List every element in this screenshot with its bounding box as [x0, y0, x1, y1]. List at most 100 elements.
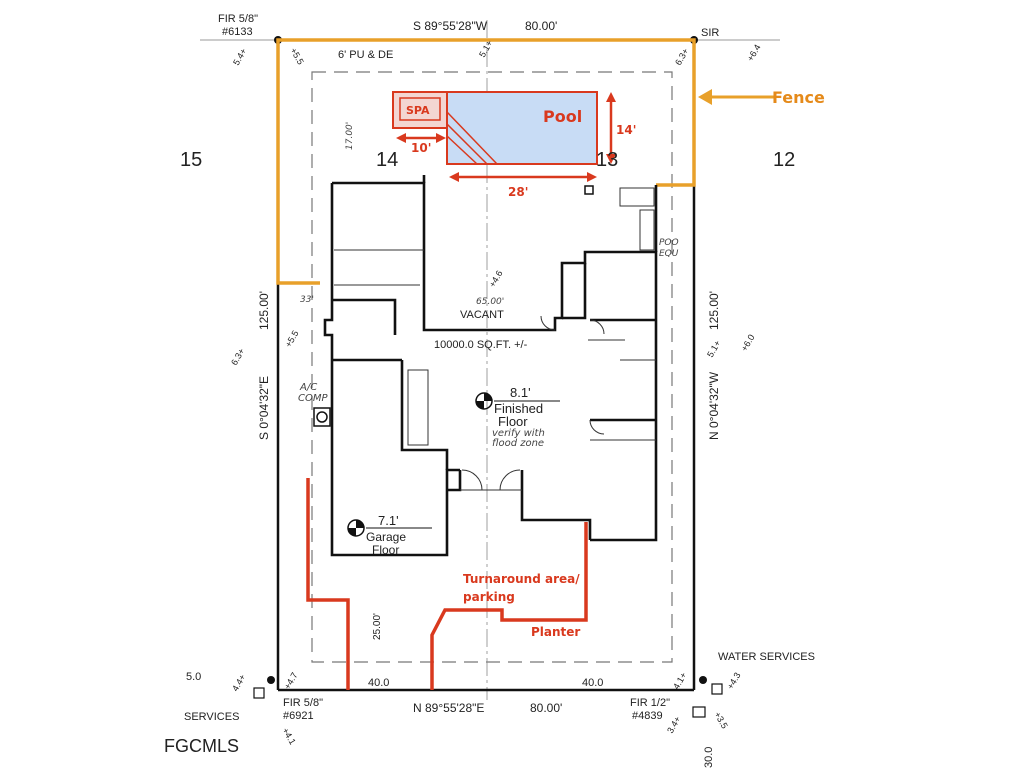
services-label: SERVICES: [184, 711, 239, 723]
driveway-west-edge: [306, 478, 350, 690]
house-interior: [334, 187, 656, 491]
finished-floor-label-2: Floor: [498, 414, 528, 429]
elev-w-a: 6.3+: [229, 347, 247, 367]
elev-se-c: 3.4+: [665, 715, 683, 735]
pool-length-arrow-left: [449, 172, 459, 182]
east-distance: 125.00': [707, 291, 721, 330]
side-left-distance: 33': [300, 295, 314, 305]
elev-e-b: +6.0: [739, 333, 757, 353]
elev-far-w: 5.0: [186, 671, 201, 683]
front-right-distance: 40.0: [582, 677, 603, 689]
pool-equip-label-2: EQU: [659, 249, 679, 259]
pool-drain: [584, 185, 594, 195]
marker-ne: SIR: [701, 27, 719, 39]
elev-w-b: +5.5: [283, 329, 301, 349]
pool-width-arrow-top: [606, 92, 616, 102]
corner-marker-sw: [267, 676, 275, 684]
pool-length-label: 28': [508, 185, 528, 199]
elev-center: +4.6: [487, 269, 505, 289]
elev-sw-b: +4.7: [282, 671, 300, 691]
corner-marker-se: [699, 676, 707, 684]
lot-number-13: 13: [596, 149, 618, 171]
south-bearing: N 89°55'28"E: [413, 701, 484, 715]
garage-floor-value: 7.1': [378, 513, 399, 528]
verify-note-2: flood zone: [492, 438, 544, 449]
ac-label-2: COMP: [298, 393, 328, 404]
elev-nw-a: 5.4+: [231, 47, 249, 67]
marker-nw-line2: #6133: [222, 26, 253, 38]
marker-se-line2: #4839: [632, 710, 663, 722]
grate-box: [692, 706, 706, 718]
marker-nw-line1: FIR 5/8": [218, 13, 258, 25]
elev-se-d: +3.5: [712, 710, 730, 730]
ac-unit-fan: [316, 411, 328, 423]
turnaround-label-1: Turnaround area/: [463, 572, 580, 586]
spa-arrow-left: [396, 133, 406, 143]
garage-floor-label-1: Garage: [366, 530, 406, 544]
elev-se-b: +4.3: [725, 671, 743, 691]
spa-label: SPA: [406, 104, 430, 117]
north-distance: 80.00': [525, 19, 557, 33]
finished-floor-label-1: Finished: [494, 401, 543, 416]
lot-area: 10000.0 SQ.FT. +/-: [434, 339, 528, 351]
elev-nw-b: +5.5: [288, 46, 306, 66]
spa-inner: [399, 97, 441, 121]
south-distance: 80.00': [530, 701, 562, 715]
ac-label-1: A/C: [299, 382, 317, 393]
pool: [446, 91, 598, 165]
spa-arrow-right: [436, 133, 446, 143]
west-bearing: S 0°04'32"E: [257, 376, 271, 440]
marker-sw-line1: FIR 5/8": [283, 697, 323, 709]
pool-width-arrow-bottom: [606, 154, 616, 164]
finished-floor-marker-fill-2: [476, 401, 484, 409]
lot-number-14: 14: [376, 149, 398, 171]
elev-sw-c: +4.1: [280, 726, 298, 746]
marker-se-line1: FIR 1/2": [630, 697, 670, 709]
elev-ne-b: +6.4: [745, 43, 763, 63]
driveway-east-edge: [430, 522, 588, 690]
pool-equip-label-1: POO: [659, 238, 679, 248]
elev-ne-a: 6.3+: [673, 47, 691, 67]
pool-width-label: 14': [616, 123, 636, 137]
lot-status: VACANT: [460, 309, 504, 321]
house-walls: [323, 175, 658, 557]
ac-unit: [313, 407, 331, 427]
mls-watermark: FGCMLS: [164, 736, 239, 756]
rear-setback-label: 17.00': [345, 122, 355, 150]
north-bearing: S 89°55'28"W: [413, 19, 488, 33]
west-distance: 125.00': [257, 291, 271, 330]
finished-floor-value: 8.1': [510, 385, 531, 400]
front-left-distance: 40.0: [368, 677, 389, 689]
fence-line: [276, 38, 696, 285]
pool-steps-3: [446, 135, 478, 165]
side-bottom-distance: 30.0: [703, 747, 715, 768]
garage-floor-label-2: Floor: [372, 543, 399, 557]
elev-sw-a: 4.4+: [230, 673, 248, 693]
lot-number-15: 15: [180, 149, 202, 171]
spa-width-label: 10': [411, 141, 431, 155]
elev-se-a: 4.1+: [671, 671, 689, 691]
pool-steps-2: [446, 123, 488, 165]
lot-number-12: 12: [773, 149, 795, 171]
front-setback-label: 25.00': [372, 613, 383, 640]
service-box-sw: [253, 687, 265, 699]
finished-floor-marker-fill-1: [484, 393, 492, 401]
fence-arrow-head: [698, 89, 712, 105]
garage-floor-marker-fill-1: [356, 520, 364, 528]
lot-depth: 65.00': [476, 297, 504, 307]
fence-label: Fence: [772, 88, 825, 107]
pool-length-arrow-right: [587, 172, 597, 182]
east-bearing: N 0°04'32"W: [707, 371, 721, 440]
pool-steps-1: [446, 111, 498, 165]
garage-floor-marker-fill-2: [348, 528, 356, 536]
setback-line: [311, 71, 673, 663]
turnaround-label-2: parking: [463, 590, 515, 604]
easement-label: 6' PU & DE: [338, 49, 393, 61]
planter-label: Planter: [531, 625, 580, 639]
pool-label: Pool: [543, 107, 582, 126]
elev-e-a: 5.1+: [705, 339, 723, 359]
verify-note-1: verify with: [492, 428, 545, 439]
water-meter-box: [711, 683, 723, 695]
water-services-label: WATER SERVICES: [718, 651, 815, 663]
